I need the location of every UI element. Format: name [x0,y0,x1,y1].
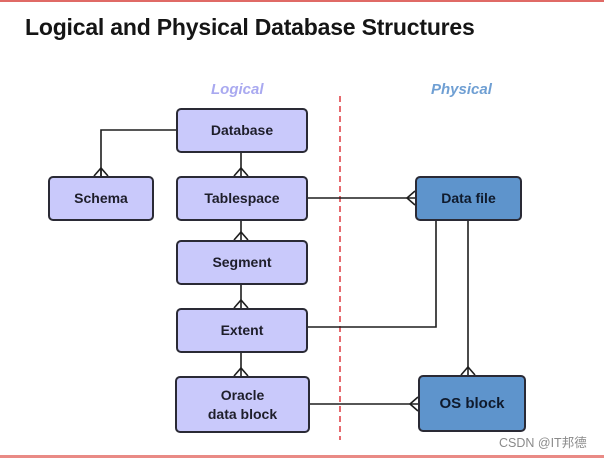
node-segment[interactable]: Segment [176,240,308,285]
crowfoot-extent [233,298,249,309]
crowfoot-osblock-left [408,396,419,412]
node-tablespace-label: Tablespace [204,190,280,206]
node-data-file[interactable]: Data file [415,176,522,221]
watermark: CSDN @IT邦德 [499,436,587,450]
crowfoot-schema [93,166,109,177]
crowfoot-oracle-block [233,366,249,377]
node-oracle-data-block-label: Oracle data block [207,386,278,422]
node-schema[interactable]: Schema [48,176,154,221]
node-database-label: Database [210,122,274,138]
node-database[interactable]: Database [176,108,308,153]
connector-database-schema [100,129,176,176]
physical-column-label: Physical [431,81,492,98]
node-extent[interactable]: Extent [176,308,308,353]
connector-extent-datafile [308,221,437,328]
diagram-title: Logical and Physical Database Structures [25,14,475,40]
node-segment-label: Segment [212,254,272,270]
logical-column-label: Logical [211,81,264,98]
crowfoot-segment [233,230,249,241]
node-data-file-label: Data file [441,190,496,206]
top-border [0,0,604,2]
node-os-block-label: OS block [439,395,505,412]
crowfoot-osblock-top [460,365,476,376]
bottom-border [0,455,604,458]
node-oracle-data-block[interactable]: Oracle data block [175,376,310,433]
node-schema-label: Schema [74,190,128,206]
crowfoot-datafile [405,190,416,206]
node-tablespace[interactable]: Tablespace [176,176,308,221]
crowfoot-tablespace [233,166,249,177]
node-extent-label: Extent [220,322,264,338]
node-os-block[interactable]: OS block [418,375,526,432]
